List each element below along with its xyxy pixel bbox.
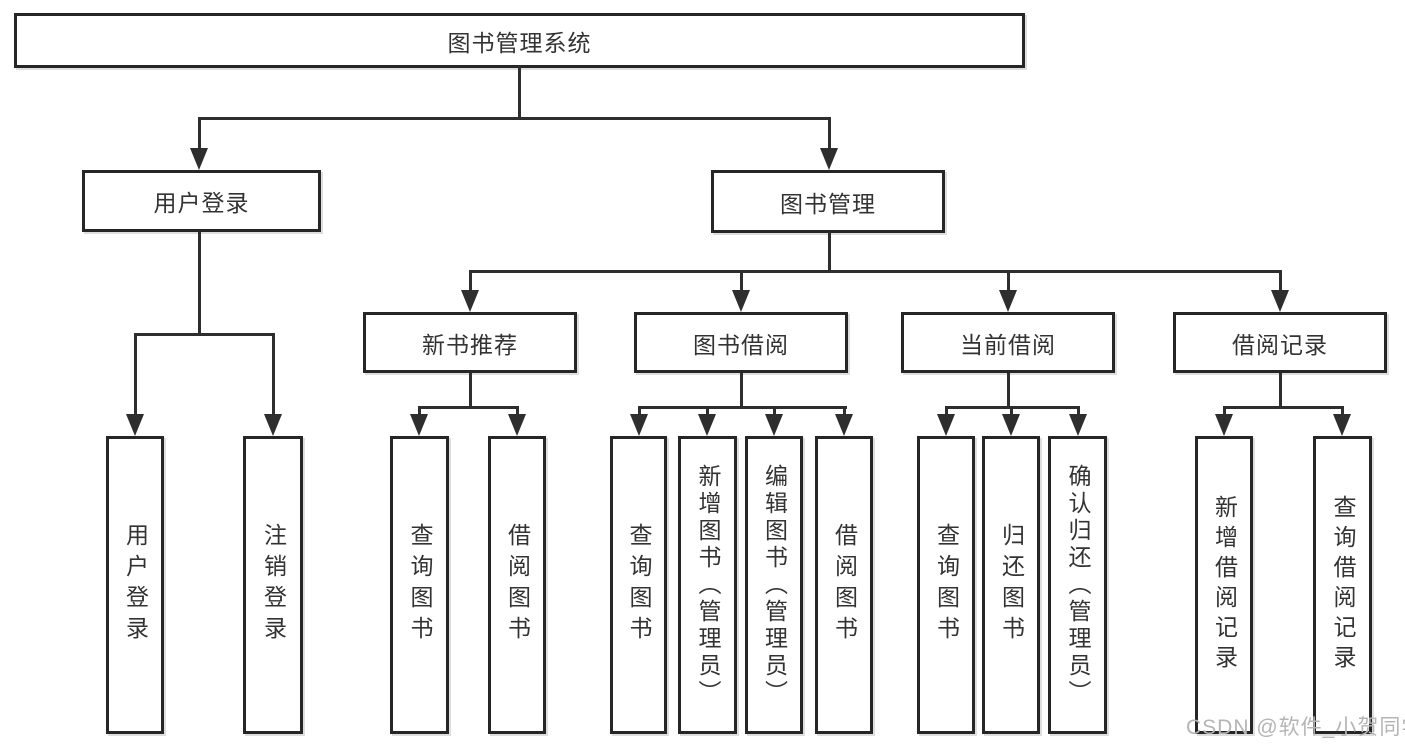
connector-drop-borrowing-records	[1279, 270, 1282, 291]
arrowhead-current-confirm	[1069, 414, 1087, 436]
node-label: 图书管理系统	[447, 29, 592, 56]
connector-drop-leaf-logout	[272, 333, 275, 414]
arrowhead-newbook-query	[410, 414, 428, 436]
connector-borrowing-split	[638, 406, 847, 409]
node-label: 注销登录	[260, 523, 287, 647]
connector-bookmgmt-split	[469, 270, 1282, 273]
connector-root-stem	[518, 66, 521, 118]
arrowhead-borrowing-add	[698, 414, 716, 436]
node-label: 编辑图书（管理员）	[761, 463, 788, 707]
connector-drop-book-management	[828, 117, 831, 149]
arrowhead-user-login	[190, 148, 208, 170]
connector-drop-newbook-query	[418, 406, 421, 416]
connector-records-split	[1223, 406, 1344, 409]
arrowhead-current-query	[937, 414, 955, 436]
connector-drop-borrowing-borrow	[843, 406, 846, 416]
leaf-query-books-borrowing: 查询图书	[610, 436, 667, 734]
connector-drop-borrowing-edit	[773, 406, 776, 416]
connector-drop-current-confirm	[1077, 406, 1080, 416]
leaf-logout: 注销登录	[243, 436, 303, 734]
arrowhead-current-return	[1002, 414, 1020, 436]
node-user-login: 用户登录	[82, 170, 321, 232]
connector-drop-new-book	[469, 270, 472, 291]
node-current-borrowing: 当前借阅	[901, 312, 1115, 373]
arrowhead-newbook-borrow	[508, 414, 526, 436]
node-label: 图书管理	[780, 190, 876, 217]
arrowhead-book-borrowing	[732, 290, 750, 312]
connector-records-stem	[1279, 373, 1282, 409]
connector-drop-user-login	[198, 117, 201, 149]
connector-userlogin-split	[134, 333, 275, 336]
node-new-book-recommendation: 新书推荐	[363, 312, 577, 373]
leaf-add-borrow-record: 新增借阅记录	[1195, 436, 1253, 734]
connector-drop-leaf-user-login	[134, 333, 137, 414]
arrowhead-current-borrowing	[999, 290, 1017, 312]
csdn-watermark: CSDN @软件_小贺同学	[1186, 716, 1405, 739]
connector-drop-newbook-borrow	[516, 406, 519, 416]
node-borrowing-records: 借阅记录	[1173, 312, 1387, 373]
connector-drop-book-borrowing	[740, 270, 743, 291]
connector-drop-borrowing-query	[638, 406, 641, 416]
connector-borrowing-stem	[740, 373, 743, 409]
node-label: 借阅图书	[504, 523, 531, 647]
connector-drop-records-query	[1341, 406, 1344, 416]
connector-drop-current-query	[945, 406, 948, 416]
connector-drop-current-borrowing	[1007, 270, 1010, 291]
arrowhead-borrowing-records	[1271, 290, 1289, 312]
connector-root-split	[198, 117, 831, 120]
connector-drop-borrowing-add	[706, 406, 709, 416]
node-label: 查询图书	[407, 523, 433, 647]
leaf-edit-books-admin: 编辑图书（管理员）	[745, 436, 803, 734]
arrowhead-book-management	[820, 148, 838, 170]
node-label: 用户登录	[153, 190, 250, 216]
node-label: 当前借阅	[960, 331, 1056, 358]
leaf-borrow-books: 借阅图书	[815, 436, 873, 734]
node-label: 归还图书	[998, 523, 1025, 647]
node-book-borrowing: 图书借阅	[634, 312, 848, 373]
arrowhead-new-book	[461, 290, 479, 312]
arrowhead-borrowing-edit	[765, 414, 783, 436]
arrowhead-leaf-logout	[264, 414, 282, 436]
connector-drop-current-return	[1010, 406, 1013, 416]
leaf-add-books-admin: 新增图书（管理员）	[678, 436, 737, 734]
node-label: 新书推荐	[422, 331, 518, 358]
arrowhead-records-query	[1333, 414, 1351, 436]
node-label: 查询图书	[933, 523, 960, 647]
node-label: 借阅记录	[1232, 331, 1328, 358]
connector-newbook-split	[418, 406, 519, 409]
leaf-user-login: 用户登录	[106, 436, 164, 734]
connector-drop-records-add	[1223, 406, 1226, 416]
connector-userlogin-stem	[198, 232, 201, 336]
connector-bookmgmt-stem	[828, 232, 831, 273]
leaf-return-books: 归还图书	[982, 436, 1040, 734]
node-label: 新增借阅记录	[1211, 495, 1238, 675]
leaf-borrow-books-recommend: 借阅图书	[488, 436, 546, 734]
node-label: 借阅图书	[831, 523, 858, 647]
arrowhead-leaf-user-login	[126, 414, 144, 436]
node-label: 图书借阅	[693, 331, 789, 358]
node-library-management-system: 图书管理系统	[14, 13, 1025, 68]
leaf-query-borrow-record: 查询借阅记录	[1313, 436, 1372, 734]
node-label: 查询借阅记录	[1330, 495, 1356, 675]
node-label: 查询图书	[626, 523, 652, 647]
connector-current-stem	[1007, 373, 1010, 409]
arrowhead-records-add	[1215, 414, 1233, 436]
node-label: 用户登录	[122, 523, 149, 647]
arrowhead-borrowing-query	[630, 414, 648, 436]
leaf-query-books-current: 查询图书	[917, 436, 975, 734]
node-book-management: 图书管理	[711, 170, 945, 233]
node-label: 新增图书（管理员）	[695, 463, 721, 707]
node-label: 确认归还（管理员）	[1065, 463, 1091, 707]
leaf-confirm-return-admin: 确认归还（管理员）	[1048, 436, 1107, 734]
leaf-query-books-recommend: 查询图书	[390, 436, 449, 734]
connector-newbook-stem	[469, 373, 472, 409]
arrowhead-borrowing-borrow	[835, 414, 853, 436]
